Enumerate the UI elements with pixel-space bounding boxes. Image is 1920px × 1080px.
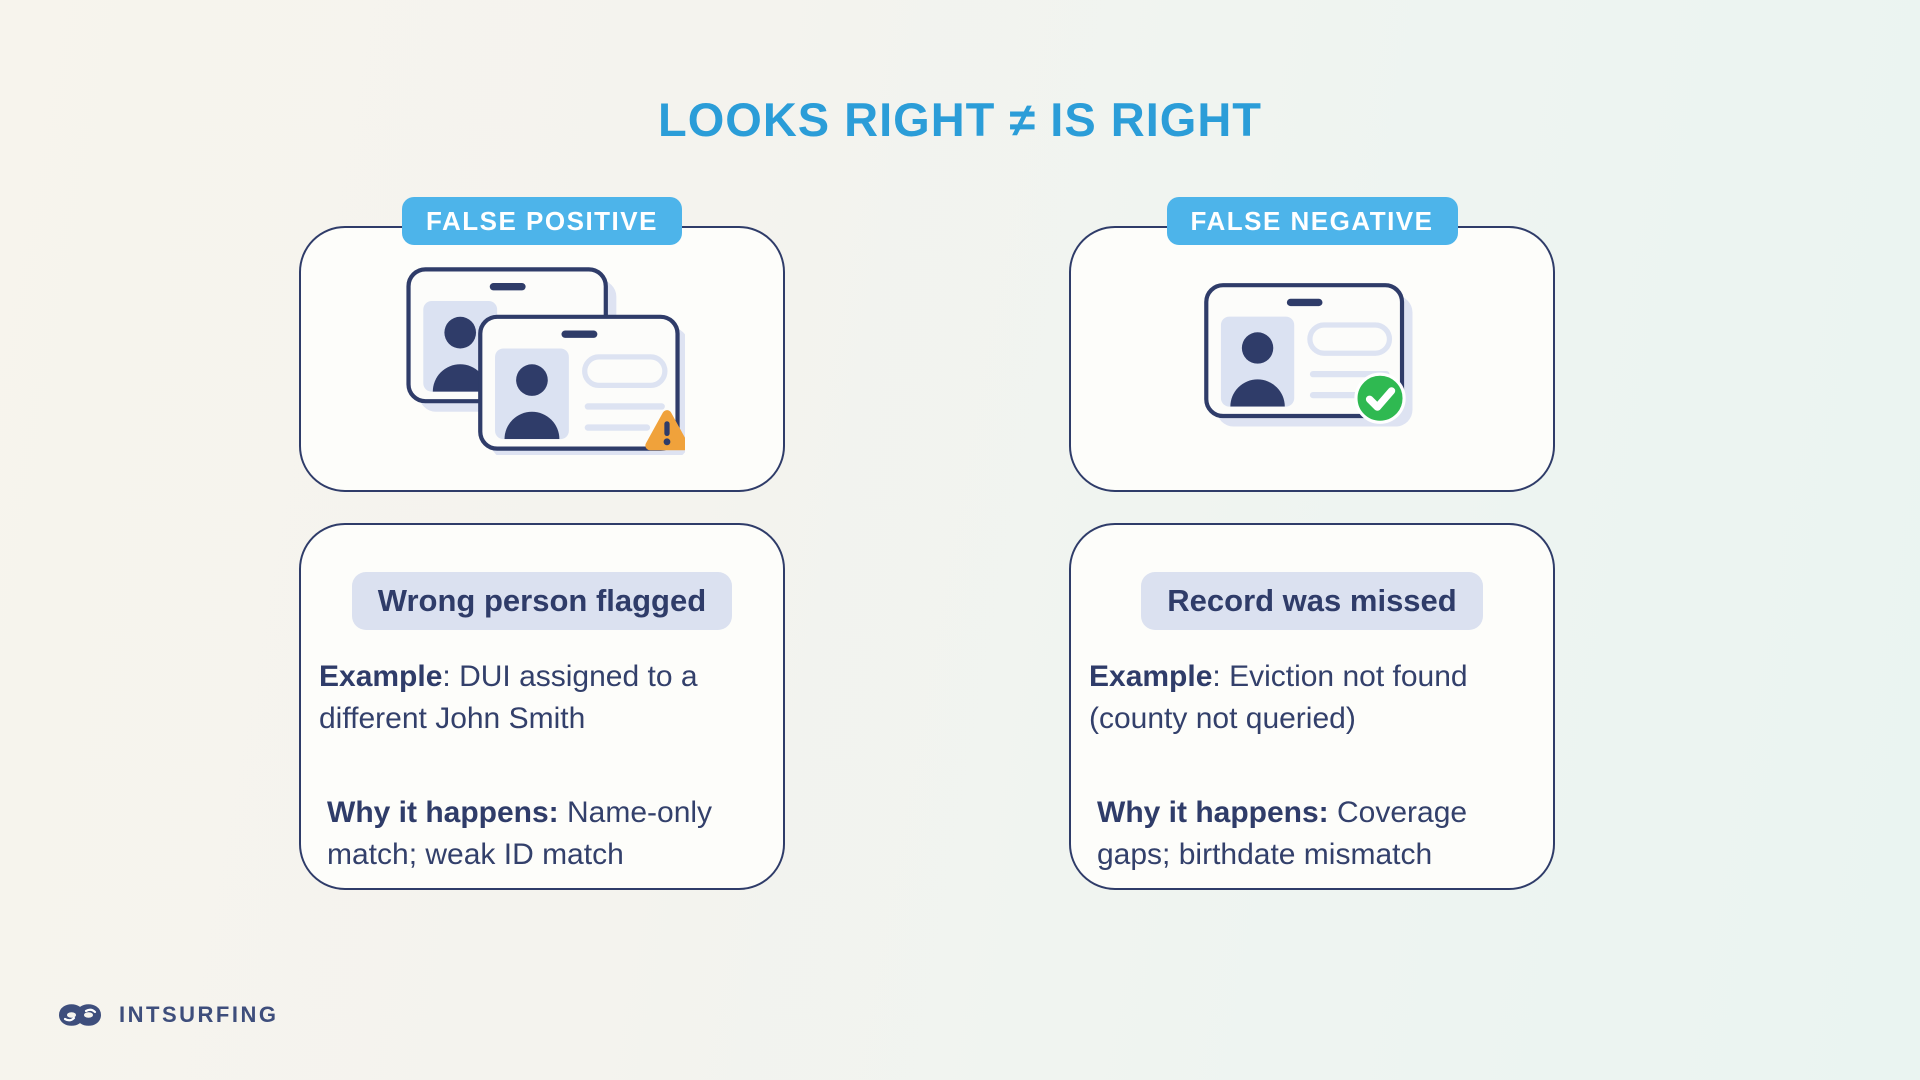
false-negative-column: FALSE NEGATIVE xyxy=(1069,197,1555,890)
why-label: Why it happens: xyxy=(327,796,559,829)
why-text: Coverage gaps; birthdate mismatch xyxy=(1097,796,1468,871)
false-negative-badge: FALSE NEGATIVE xyxy=(1166,197,1458,245)
false-positive-why: Why it happens: Name-only match; weak ID… xyxy=(319,792,765,876)
name-field-outline xyxy=(1307,321,1393,356)
why-label: Why it happens: xyxy=(1097,796,1329,829)
false-negative-example: Example: Eviction not found (county not … xyxy=(1089,656,1535,740)
warning-triangle-icon xyxy=(644,410,685,451)
text-line xyxy=(584,403,665,410)
false-negative-visual-card xyxy=(1069,226,1555,492)
false-negative-text-card: Record was missed Example: Eviction not … xyxy=(1069,523,1555,890)
card-slot xyxy=(1286,298,1323,306)
person-icon xyxy=(1230,331,1285,407)
why-text: Name-only match; weak ID match xyxy=(327,796,713,871)
duplicate-id-cards-warning-icon xyxy=(405,267,685,455)
intsurfing-logo-icon xyxy=(59,1004,101,1026)
check-circle-icon xyxy=(1354,372,1406,424)
id-card-verified-icon xyxy=(1204,282,1413,426)
example-label: Example xyxy=(1089,660,1213,693)
false-negative-heading: Record was missed xyxy=(1141,572,1483,630)
false-negative-badge-row: FALSE NEGATIVE xyxy=(1069,197,1555,245)
example-text: : Eviction not found (county not queried… xyxy=(1089,660,1468,735)
false-positive-text-card: Wrong person flagged Example: DUI assign… xyxy=(299,523,785,890)
id-card xyxy=(1204,282,1405,418)
card-slot xyxy=(489,283,526,291)
false-positive-badge-row: FALSE POSITIVE xyxy=(299,197,785,245)
example-text: : DUI assigned to a different John Smith xyxy=(319,660,698,735)
false-negative-why: Why it happens: Coverage gaps; birthdate… xyxy=(1089,792,1535,876)
text-line xyxy=(584,424,650,431)
example-label: Example xyxy=(319,660,443,693)
person-icon xyxy=(504,364,559,440)
person-icon xyxy=(432,316,488,392)
brand-name: INTSURFING xyxy=(119,1002,279,1027)
false-positive-visual-card xyxy=(299,226,785,492)
false-positive-column: FALSE POSITIVE xyxy=(299,197,785,890)
front-id-card xyxy=(477,314,680,451)
card-slot xyxy=(560,330,597,338)
false-positive-badge: FALSE POSITIVE xyxy=(402,197,682,245)
false-positive-heading: Wrong person flagged xyxy=(351,572,733,630)
false-positive-example: Example: DUI assigned to a different Joh… xyxy=(319,656,765,740)
brand-footer: INTSURFING xyxy=(55,998,278,1032)
page-title: LOOKS RIGHT ≠ IS RIGHT xyxy=(658,93,1262,146)
name-field-outline xyxy=(581,354,668,389)
